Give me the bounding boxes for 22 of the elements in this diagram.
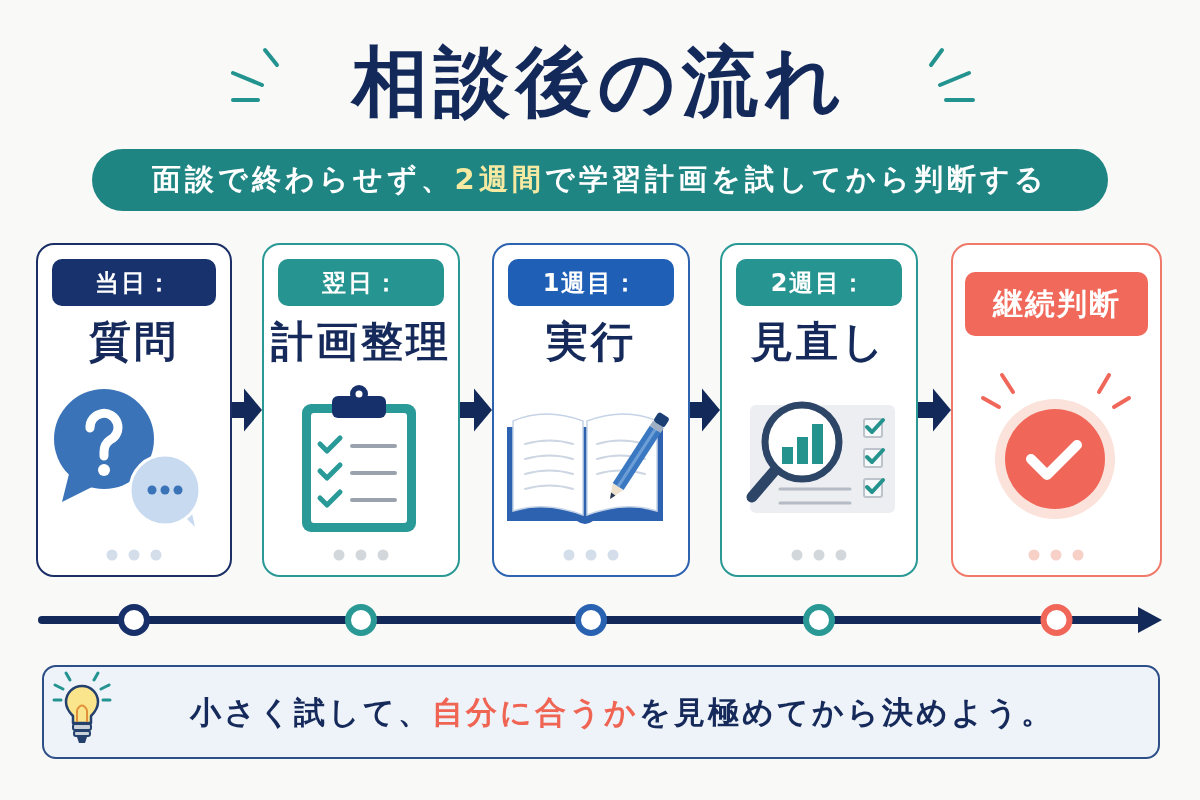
step-title: 実行	[546, 319, 636, 366]
arrow	[232, 388, 262, 432]
step-card	[951, 243, 1162, 577]
step-card	[720, 243, 918, 577]
step-title: 見直し	[751, 319, 887, 366]
arrow	[460, 388, 492, 432]
step-title: 質問	[89, 319, 179, 366]
step-tag: 2週目：	[736, 259, 902, 306]
step-card	[262, 243, 460, 577]
step-title: 計画整理	[271, 319, 451, 366]
step-card	[36, 243, 232, 577]
title: 相談後の流れ	[352, 40, 848, 124]
tip-box	[42, 665, 1160, 759]
step-card	[492, 243, 690, 577]
step-tag: 1週目：	[508, 259, 674, 306]
step-tag: 継続判断	[965, 272, 1148, 336]
tip-text: 小さく試して、自分に合うかを見極めてから決めよう。	[190, 693, 1055, 731]
step-tag: 翌日：	[278, 259, 444, 306]
arrow	[690, 388, 720, 432]
step-tag: 当日：	[52, 259, 216, 306]
arrow	[918, 388, 951, 432]
subtitle-banner: 面談で終わらせず、2週間で学習計画を試してから判断する	[92, 149, 1108, 211]
